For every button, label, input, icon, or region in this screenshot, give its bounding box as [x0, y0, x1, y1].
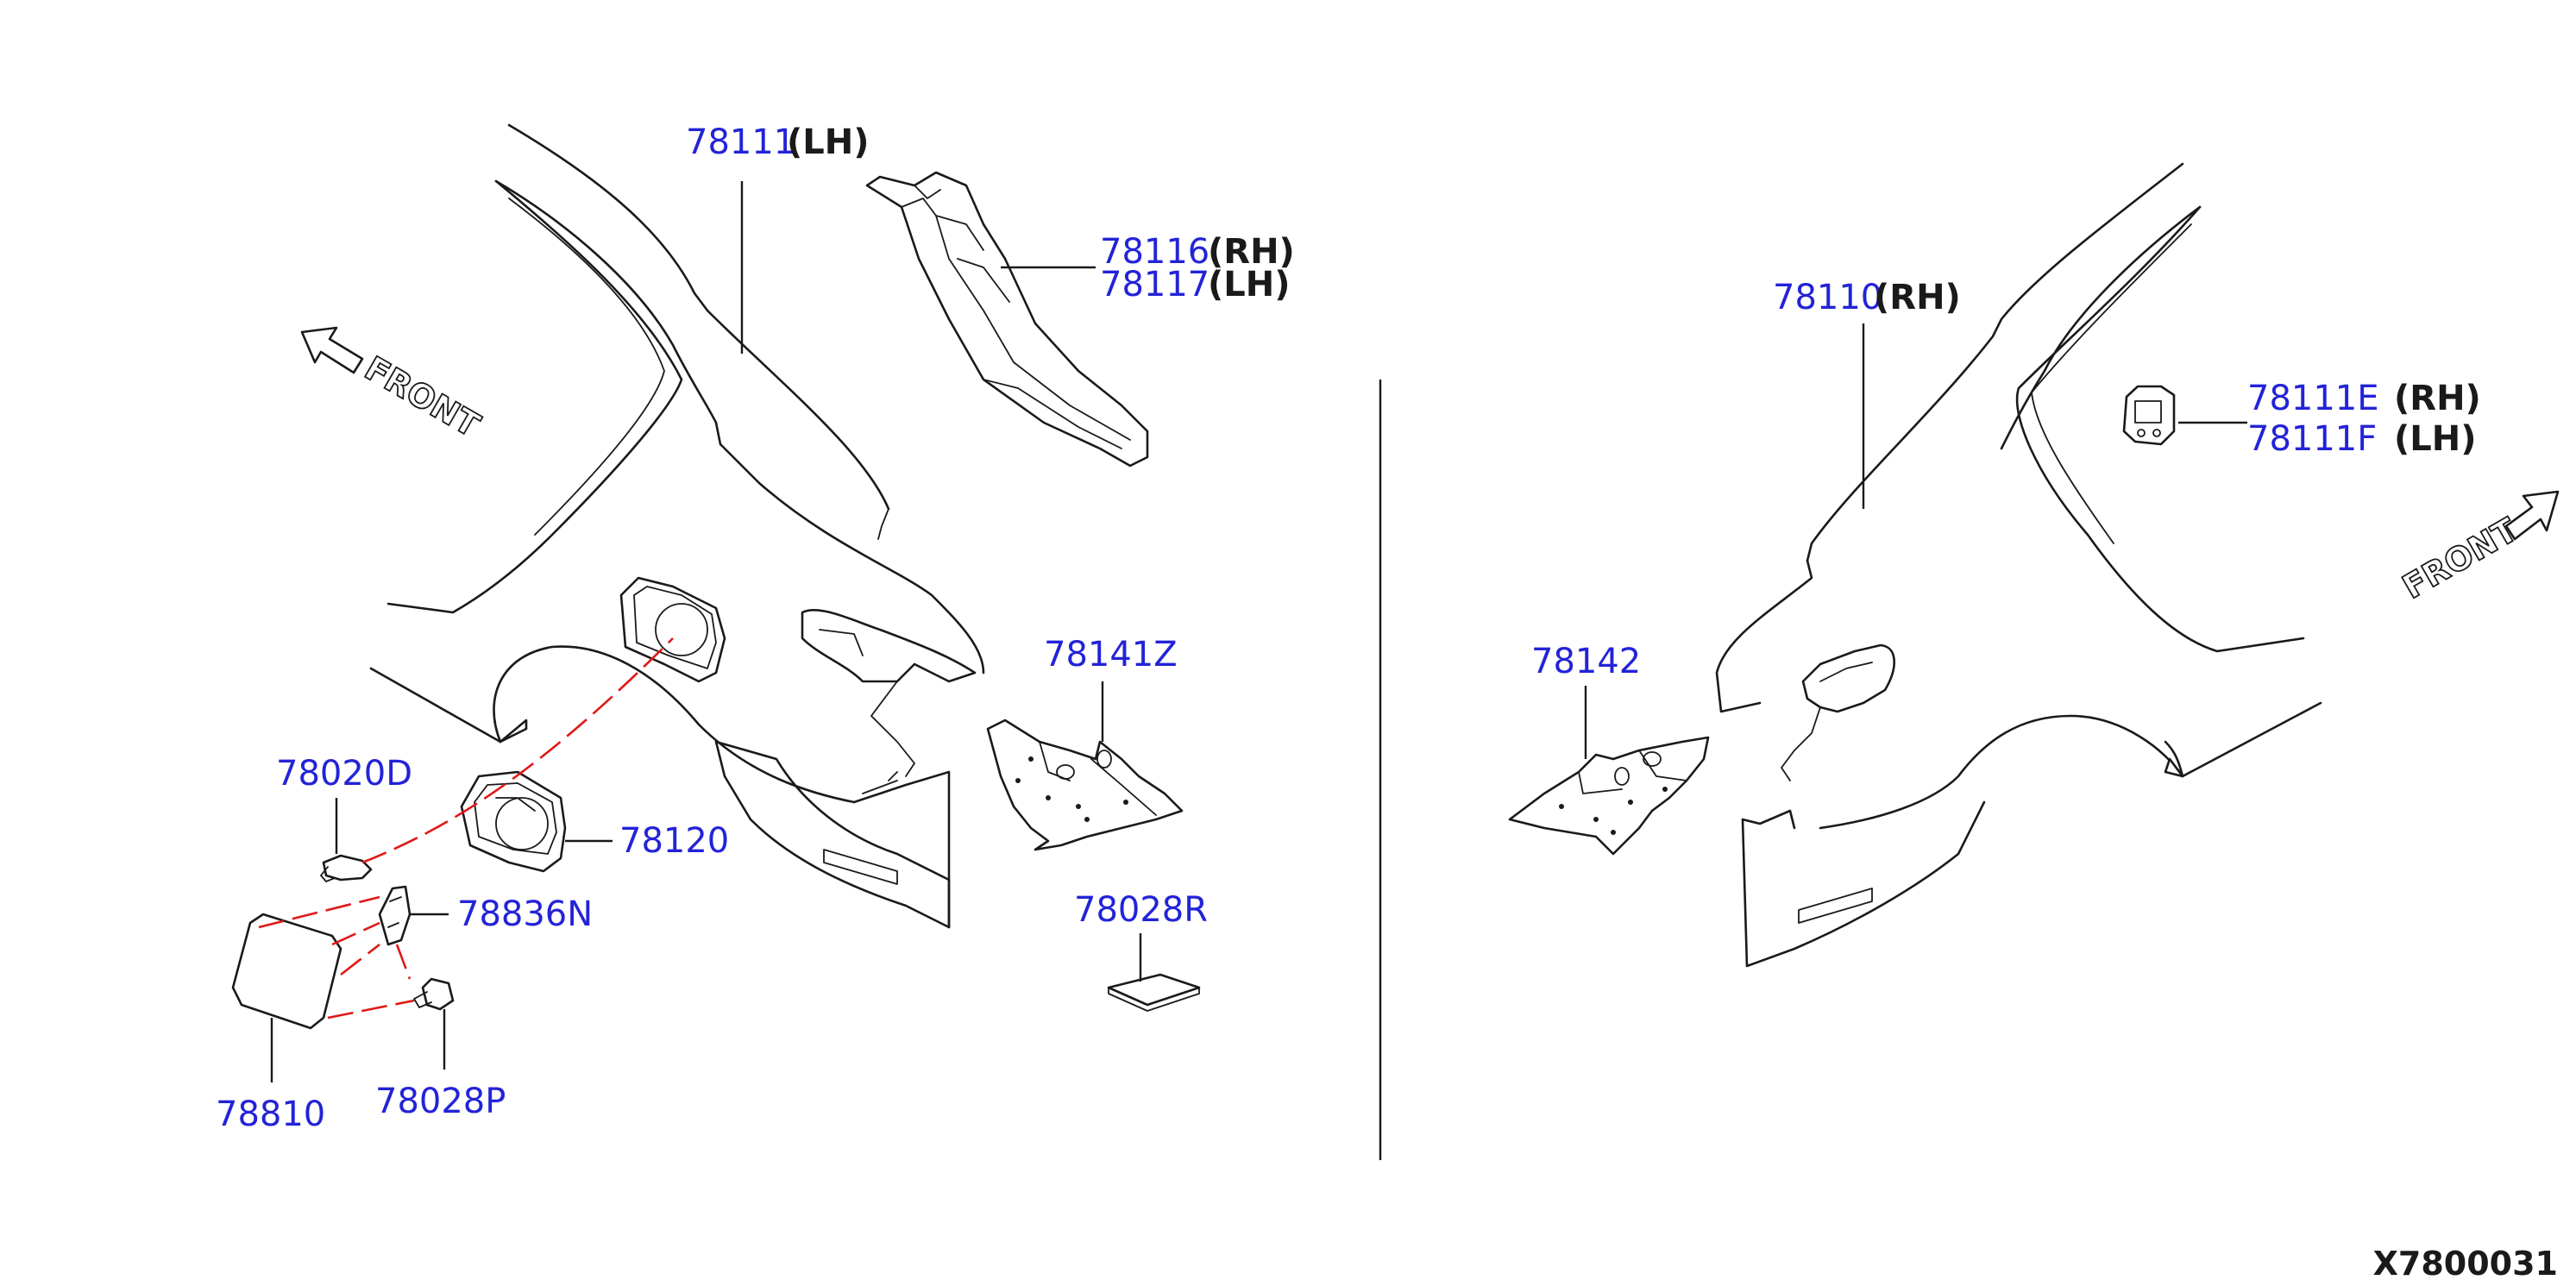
part-number-78836N[interactable]: 78836N [457, 894, 593, 934]
part-78020D-screw [320, 798, 373, 882]
right-quarter-panel-assembly: FRONT 78110 (RH) 78111E (RH) 78111F (LH)… [1508, 162, 2560, 968]
part-number-78116[interactable]: 78116 [1100, 232, 1209, 272]
part-side-78111F: (LH) [2394, 419, 2477, 459]
part-number-78111E[interactable]: 78111E [2247, 379, 2379, 418]
part-78141Z-insulator [986, 681, 1184, 851]
part-number-78810[interactable]: 78810 [216, 1095, 325, 1134]
part-78142-insulator [1508, 686, 1710, 856]
part-78116-78117-reinforcement [865, 171, 1149, 467]
part-number-78028R[interactable]: 78028R [1074, 890, 1208, 930]
part-78120-filler-base [460, 770, 613, 873]
front-label-left: FRONT [359, 349, 487, 445]
front-label-right: FRONT [2397, 511, 2524, 606]
part-number-78028P[interactable]: 78028P [375, 1082, 506, 1121]
part-number-78120[interactable]: 78120 [619, 821, 729, 861]
part-78836N-hinge [378, 885, 449, 946]
front-direction-arrow-right: FRONT [2396, 490, 2560, 607]
part-78028R-pad [1107, 933, 1201, 1012]
part-number-78111[interactable]: 78111 [686, 122, 795, 162]
part-number-78111F[interactable]: 78111F [2247, 419, 2377, 459]
front-direction-arrow-left: FRONT [300, 326, 487, 445]
part-side-78116: (RH) [1208, 232, 1295, 272]
diagram-code: X7800031 [2373, 1245, 2558, 1280]
part-side-78111: (LH) [787, 122, 870, 162]
left-quarter-panel-assembly: FRONT 78111 (LH) 78116 (RH) 78117 (LH) 7… [216, 122, 1295, 1134]
part-number-78110[interactable]: 78110 [1773, 278, 1882, 317]
part-side-78117: (LH) [1208, 265, 1291, 304]
part-78028P-bumper [413, 977, 455, 1070]
part-number-78020D[interactable]: 78020D [276, 754, 412, 794]
part-number-78142[interactable]: 78142 [1531, 642, 1641, 681]
part-number-78141Z[interactable]: 78141Z [1044, 635, 1178, 675]
part-number-78117[interactable]: 78117 [1100, 265, 1209, 304]
part-side-78110: (RH) [1874, 278, 1961, 317]
part-78810-filler-lid [231, 913, 342, 1082]
part-78111E-78111F-bracket [2122, 385, 2247, 446]
part-side-78111E: (RH) [2394, 379, 2481, 418]
